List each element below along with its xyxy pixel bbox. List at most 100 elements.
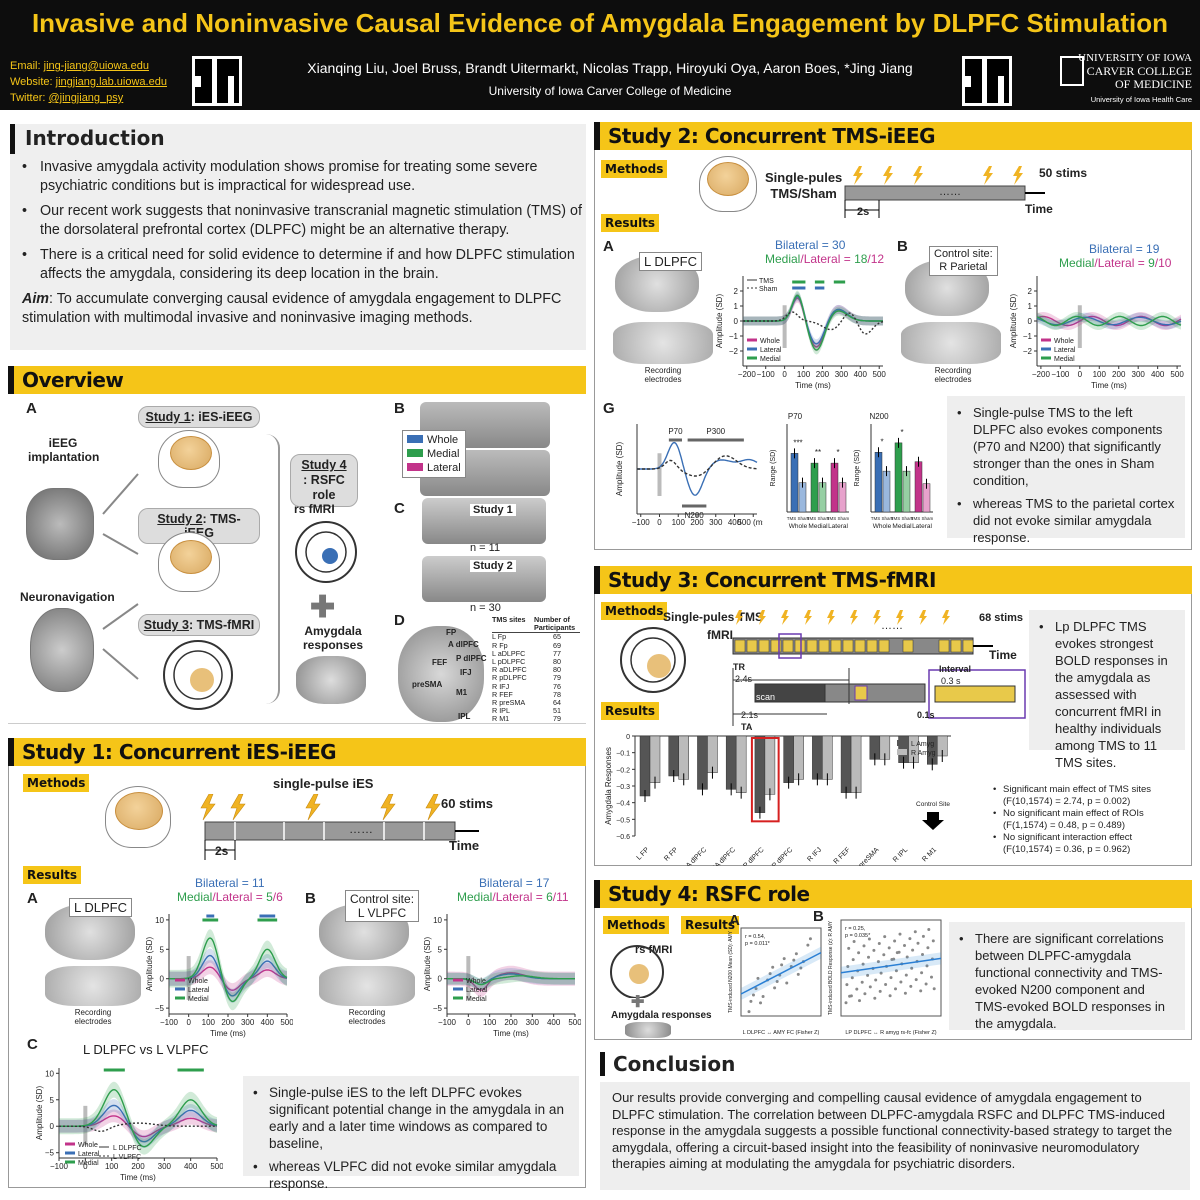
data-point [792,958,796,962]
data-point [861,962,865,966]
study1-findings: Single-pulse iES to the left DLPFC evoke… [243,1076,579,1191]
significance-star: * [836,448,839,457]
erp-curve [637,441,758,496]
significance-star: * [880,437,883,446]
interval-zoom-box [928,669,1026,719]
x-axis-label: LP DLPFC ↔ R amyg rs-fc (Fisher Z) [845,1030,936,1036]
legend-swatch [897,749,907,755]
amygdala-responses-label: Amygdala responses [302,624,364,652]
legend-label: Whole [760,338,780,345]
rsfmri-label: rs fMRI [294,502,335,516]
brain-site-label: A dlPFC [448,640,479,649]
data-point [904,973,908,977]
data-point [908,937,912,941]
study1-pill: Study 1: iES-iEEG [138,406,260,428]
data-point [850,976,854,980]
y-tick-label: 5 [50,1096,55,1105]
bar-r-amyg [678,735,689,780]
component-bar [902,470,911,513]
intro-bullet: There is a critical need for solid evide… [22,246,586,284]
ta-label: TA [741,722,753,732]
data-point [893,939,897,943]
x-tick-label: 200 [131,1162,145,1171]
y-tick-label: −0.4 [616,801,630,808]
x-tick-label: 0 [1078,370,1083,379]
brain-site-label: FP [446,628,457,637]
epi-volume [806,639,818,653]
x-tick-label: 0 [782,370,787,379]
data-point [867,955,870,959]
component-label: P300 [706,427,725,436]
results-tag: Results [601,214,660,232]
data-point [867,937,871,941]
component-title: N200 [869,412,889,421]
data-point [925,964,929,968]
y-tick-label: −0.2 [616,767,630,774]
email-link[interactable]: jing-jiang@uiowa.edu [43,60,149,72]
data-point [905,955,909,959]
epi-volume [962,639,974,653]
study4-pill: Study 4: RSFC role [290,454,358,507]
category-label: R IFJ [806,846,823,863]
data-point [919,989,923,993]
data-point [761,995,765,999]
recording-electrodes-label: Recording electrodes [644,366,682,384]
amygdala-coronal-icon [625,1022,671,1038]
component-bar [790,453,799,513]
correlation-stat: r = 0.54, [745,934,766,940]
brain-site-label: preSMA [412,680,443,689]
y-tick-label: 2 [734,287,739,296]
data-point [920,971,924,975]
overview-heading-bar: Overview [8,366,586,394]
author-list: Xianqing Liu, Joel Bruss, Brandt Uiterma… [307,60,913,76]
twitter-link[interactable]: @jingjiang_psy [48,92,124,104]
finding-bullet: whereas VLPFC did not evoke similar amyg… [253,1158,569,1192]
y-axis-label: Amplitude (SD) [145,937,154,992]
data-point [751,993,755,997]
epi-volume [782,639,794,653]
x-tick-label: 300 [158,1162,172,1171]
y-axis-label: Amplitude (SD) [35,1086,44,1141]
recording-electrodes-label: Recording electrodes [74,1008,112,1026]
data-point [898,932,902,936]
data-point [888,994,892,998]
x-tick-label: −100 [757,370,776,379]
x-tick-label: 100 [797,370,811,379]
y-axis-label: Amplitude (SD) [1009,294,1018,349]
tms-sham-label: TMS Sham [787,516,810,521]
bar-r-amyg [822,735,833,780]
significance-star: ** [815,448,821,457]
website-link[interactable]: jingjiang.lab.uiowa.edu [55,76,167,88]
stim-artifact-bar [466,956,471,1000]
time-axis-label: Time [989,648,1017,662]
x-tick-label: 100 [105,1162,119,1171]
study2-methods-brain [707,162,749,196]
data-point [879,971,883,975]
institution: University of Iowa Carver College of Med… [488,84,732,98]
data-point [847,946,851,950]
overview-arrows [102,473,139,680]
data-point [846,965,850,969]
y-tick-label: 10 [433,916,442,925]
y-axis-label: TMS-induced N200 Mean (SD): AMY [728,930,734,1013]
y-tick-label: 0 [438,975,443,984]
category-label: R FP [663,846,679,862]
legend-label: L VLPFC [113,1154,141,1161]
amygdala-responses-label: Amygdala responses [611,1010,712,1021]
data-point [921,934,925,938]
y-tick-label: 10 [45,1069,54,1078]
epi-scan-label: EPI scan [739,692,776,702]
bilateral-count-b: Bilateral = 17 [479,876,550,890]
stim-artifact-bar [782,305,787,348]
data-point [894,987,897,991]
interval-block [934,685,1016,703]
data-point [883,935,887,939]
confidence-band [59,1109,217,1143]
epi-volume [830,639,842,653]
data-point [806,943,810,947]
